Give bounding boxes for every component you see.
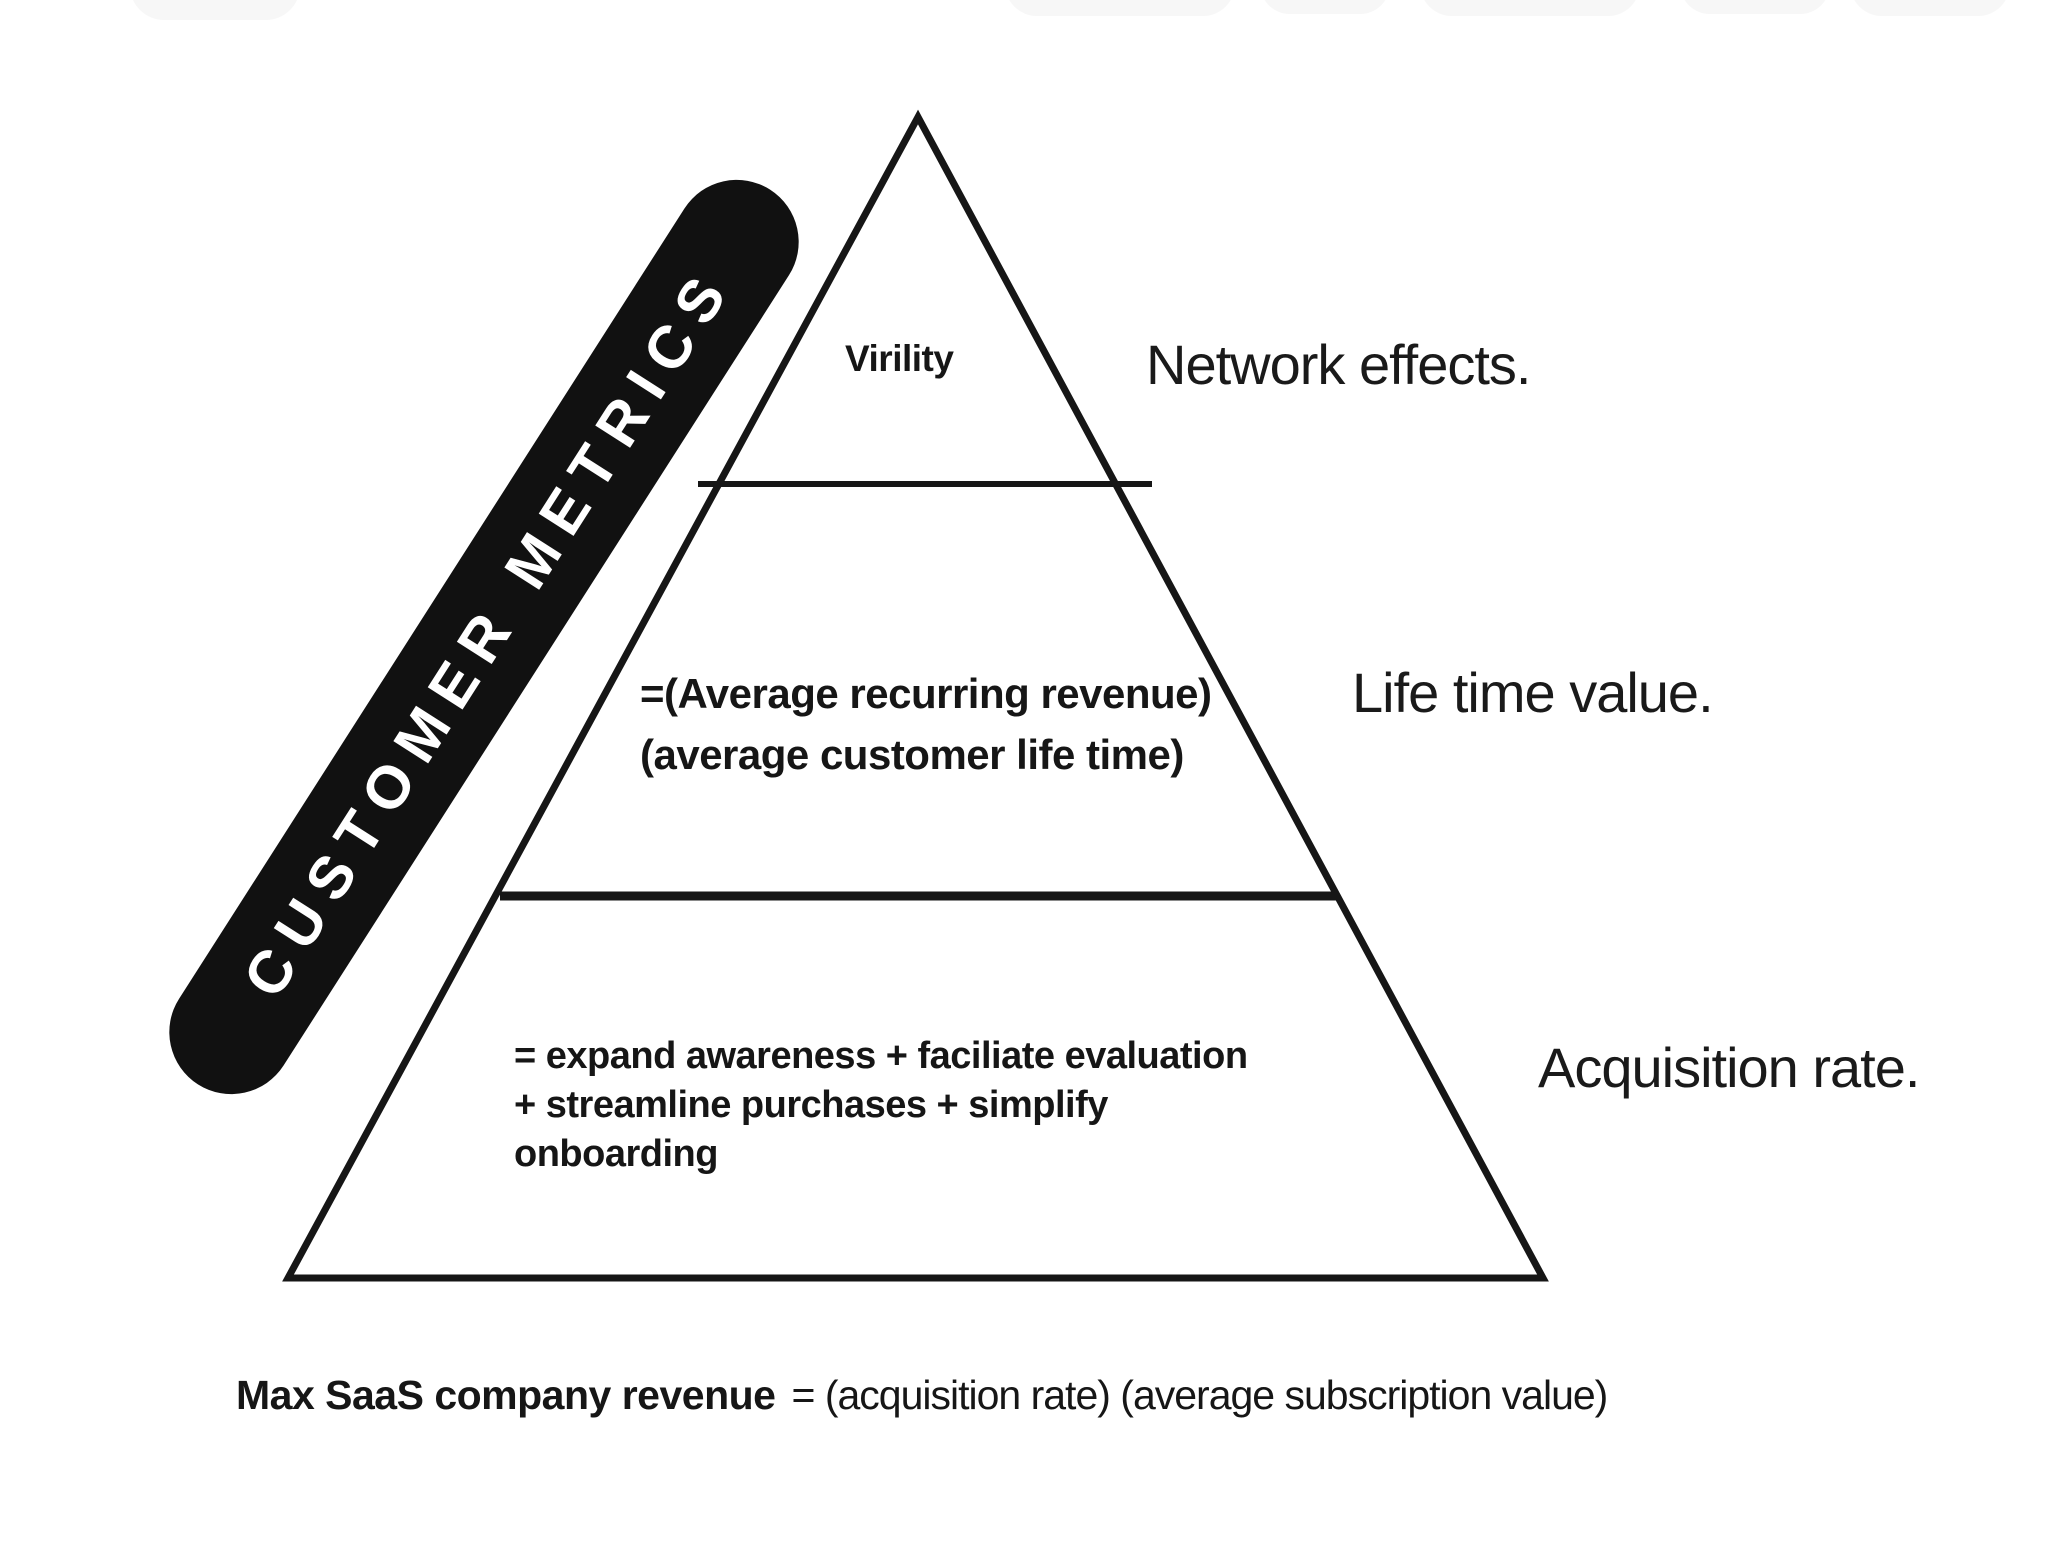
- tier3-formula: = expand awareness + faciliate evaluatio…: [514, 1032, 1248, 1179]
- top-edge-artifact: [1420, 0, 1640, 16]
- top-edge-artifact: [1850, 0, 2010, 16]
- formula-subject: Max SaaS company revenue: [236, 1372, 776, 1418]
- pyramid-outline: [282, 109, 1549, 1282]
- tier2-formula-line1: =(Average recurring revenue): [640, 670, 1212, 717]
- formula-expression: = (acquisition rate) (average subscripti…: [791, 1372, 1608, 1418]
- max-revenue-formula: Max SaaS company revenue = (acquisition r…: [236, 1372, 1608, 1419]
- top-edge-artifact: [1005, 0, 1235, 16]
- top-edge-artifact: [1260, 0, 1390, 14]
- tier3-formula-line2: + streamline purchases + simplify: [514, 1084, 1108, 1126]
- top-edge-artifact: [1680, 0, 1830, 14]
- tier3-formula-line3: onboarding: [514, 1133, 718, 1175]
- tier2-formula: =(Average recurring revenue) (average cu…: [640, 663, 1212, 785]
- tier1-label: Virility: [845, 338, 954, 379]
- tier1-outside-label: Network effects.: [1146, 333, 1531, 396]
- tier2-outside-label: Life time value.: [1352, 661, 1714, 724]
- tier3-formula-line1: = expand awareness + faciliate evaluatio…: [514, 1035, 1248, 1077]
- tier3-outside-label: Acquisition rate.: [1538, 1036, 1920, 1099]
- top-edge-artifact: [130, 0, 300, 20]
- tier2-formula-line2: (average customer life time): [640, 731, 1184, 778]
